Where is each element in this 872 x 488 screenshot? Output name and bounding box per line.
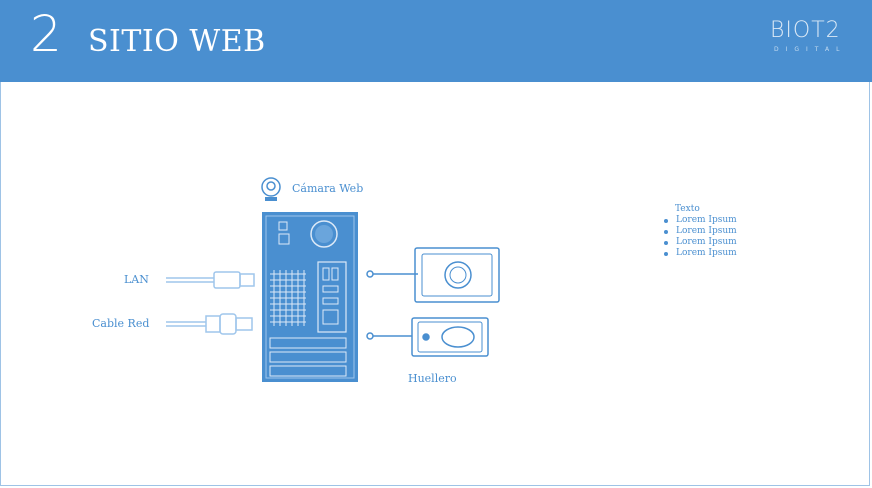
list-item: Lorem Ipsum (664, 215, 737, 226)
lan-cable-icon (166, 271, 255, 289)
network-cable-icon (166, 313, 253, 335)
fingerprint-reader-icon (366, 317, 489, 357)
list-item: Lorem Ipsum (664, 237, 737, 248)
computer-tower-icon (262, 212, 358, 382)
brand-logo: BIOT2 DIGITAL (770, 18, 850, 58)
notes-block: Texto Lorem Ipsum Lorem Ipsum Lorem Ipsu… (650, 204, 737, 259)
notes-list: Lorem Ipsum Lorem Ipsum Lorem Ipsum Lore… (650, 215, 737, 259)
fingerprint-label: Huellero (408, 372, 457, 385)
cable-label: Cable Red (92, 317, 150, 330)
header-bar: 2 SITIO WEB BIOT2 DIGITAL (0, 0, 872, 82)
section-number: 2 (30, 5, 62, 63)
webcam-label: Cámara Web (292, 182, 364, 195)
lan-label: LAN (124, 273, 149, 286)
list-item: Lorem Ipsum (664, 226, 737, 237)
notes-title: Texto (675, 204, 700, 214)
list-item: Lorem Ipsum (664, 248, 737, 259)
card-reader-icon (366, 247, 500, 303)
page-title: SITIO WEB (88, 24, 266, 59)
logo-wordmark: BIOT2 (770, 18, 841, 43)
logo-subtext: DIGITAL (774, 46, 847, 53)
webcam-icon (261, 177, 281, 201)
